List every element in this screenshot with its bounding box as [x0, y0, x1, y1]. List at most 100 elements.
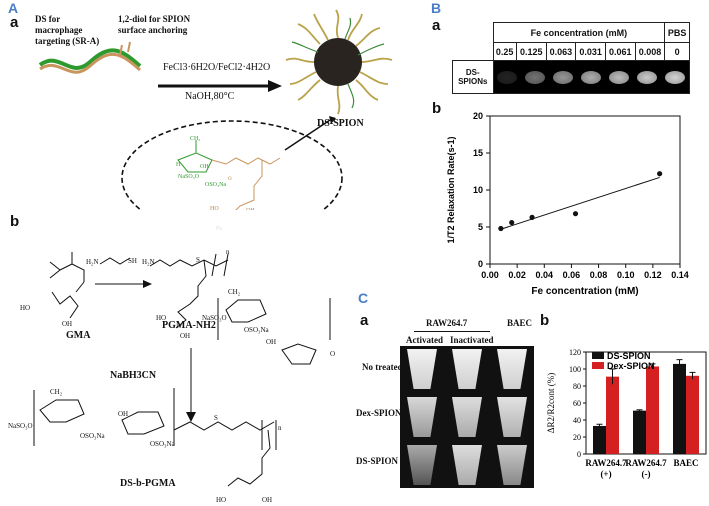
y-tick-label: 100 [569, 365, 581, 374]
sub-Ab: b [10, 213, 20, 230]
bar-dex-spion [686, 375, 699, 454]
conc-value: 0.063 [545, 42, 577, 61]
x-tick-label: 0.02 [508, 270, 526, 280]
row-dex-spion: Dex-SPION [356, 408, 402, 418]
legend-label: DS-SPION [607, 351, 651, 361]
svg-text:S: S [214, 414, 218, 422]
delta-r2-bar-chart: 020406080100120RAW264.7(+)RAW264.7(-)BAE… [546, 348, 707, 479]
x-tick-label: 0.10 [617, 270, 635, 280]
x-tick-label: 0.12 [644, 270, 662, 280]
inactivated-label: Inactivated [450, 335, 494, 345]
category-label: (+) [600, 469, 611, 479]
conc-value: 0.25 [492, 42, 517, 61]
gma-label: GMA [66, 330, 91, 341]
phantom-well [637, 70, 658, 84]
y-tick-label: 10 [473, 185, 483, 195]
ds-spion-label: DS-SPION [317, 118, 364, 129]
category-label: RAW264.7 [625, 458, 667, 468]
svg-text:H₂N: H₂N [86, 258, 99, 266]
svg-text:OH: OH [246, 208, 255, 210]
svg-text:HO: HO [20, 304, 30, 312]
category-label: BAEC [673, 458, 698, 468]
conc-value: 0.061 [604, 42, 636, 61]
svg-text:OSO₃Na: OSO₃Na [244, 326, 269, 334]
sub-Ba: a [432, 17, 441, 34]
phantom-well [497, 70, 518, 84]
svg-text:S: S [196, 256, 200, 264]
svg-text:OH: OH [62, 320, 72, 328]
y-tick-label: 80 [573, 382, 581, 391]
raw-label: RAW264.7 [426, 318, 468, 328]
reaction-arrow-head [268, 80, 282, 92]
svg-text:OSO₃Na: OSO₃Na [205, 182, 226, 188]
svg-text:NaSO₃O: NaSO₃O [178, 174, 200, 180]
phantom-well [664, 70, 685, 84]
row-no-treated: No treated [362, 362, 403, 372]
y-tick-label: 5 [478, 222, 483, 232]
svg-text:OH: OH [266, 338, 276, 346]
conc-value: 0.125 [515, 42, 547, 61]
conc-value: 0.031 [575, 42, 606, 61]
svg-text:OSO₃Na: OSO₃Na [150, 440, 175, 448]
sub-Ca: a [360, 312, 369, 329]
svg-text:CH₂: CH₂ [190, 136, 200, 142]
data-point [657, 171, 663, 177]
category-label: (-) [642, 469, 651, 479]
panel-A-label: A [8, 0, 19, 16]
linker-structure [211, 157, 281, 210]
bar-dex-spion [646, 366, 659, 454]
svg-text:HO: HO [216, 496, 226, 504]
condition-label: NaOH,80°C [185, 91, 235, 102]
conc-value: 0.008 [634, 42, 666, 61]
y-axis-label: ΔR2/R2cont (%) [546, 373, 556, 434]
svg-text:CH₂: CH₂ [50, 388, 63, 396]
phantom-image [492, 60, 690, 94]
panel-C-label: C [358, 290, 369, 306]
row-ds-spion: DS-SPION [356, 456, 399, 466]
y-axis-label: 1/T2 Relaxation Rate(s-1) [446, 136, 456, 243]
data-point [509, 219, 515, 226]
svg-text:n: n [278, 424, 282, 432]
svg-text:HO: HO [210, 206, 219, 210]
svg-text:OH: OH [180, 332, 190, 340]
y-tick-label: 0 [577, 450, 581, 459]
y-tick-label: 15 [473, 148, 483, 158]
activated-label: Activated [406, 335, 443, 345]
phantom-well [609, 70, 630, 84]
data-point [572, 211, 579, 217]
sub-Cb: b [540, 312, 550, 329]
y-tick-label: 120 [569, 348, 581, 357]
ds-label: DS for macrophage targeting (SR-A) [35, 14, 100, 46]
ds-chain-orange [39, 52, 142, 74]
category-label: RAW264.7 [585, 458, 627, 468]
zoom-ellipse [121, 120, 343, 210]
x-tick-label: 0.08 [590, 270, 608, 280]
reagent-label: FeCl3·6H2O/FeCl2·4H2O [163, 62, 271, 73]
sub-Bb: b [432, 100, 442, 117]
sub-Aa: a [10, 14, 19, 31]
zoom-arrow [284, 119, 331, 151]
final-polymer-label: DS-b-PGMA [120, 478, 176, 489]
legend-swatch [592, 362, 604, 369]
panel-B-label: B [431, 0, 442, 16]
plot-frame [489, 115, 681, 265]
svg-text:CH₂: CH₂ [228, 288, 241, 296]
baec-label: BAEC [507, 318, 533, 328]
diol-label: 1,2-diol for SPION surface anchoring [118, 14, 191, 35]
y-tick-label: 20 [473, 111, 483, 121]
phantom-well [581, 70, 602, 84]
pbs-header: PBS [664, 22, 690, 43]
phantom-well [525, 70, 546, 84]
y-tick-label: 20 [573, 433, 581, 442]
spion-nanoparticle [285, 9, 393, 115]
phantom-well [553, 70, 574, 84]
x-axis-label: Fe concentration (mM) [531, 286, 638, 297]
x-tick-label: 0.04 [536, 270, 554, 280]
bar-ds-spion [673, 363, 686, 454]
ds-chain-green [38, 48, 142, 70]
y-tick-label: 60 [573, 399, 581, 408]
x-tick-label: 0.06 [563, 270, 581, 280]
pbs-value: 0 [664, 42, 690, 61]
